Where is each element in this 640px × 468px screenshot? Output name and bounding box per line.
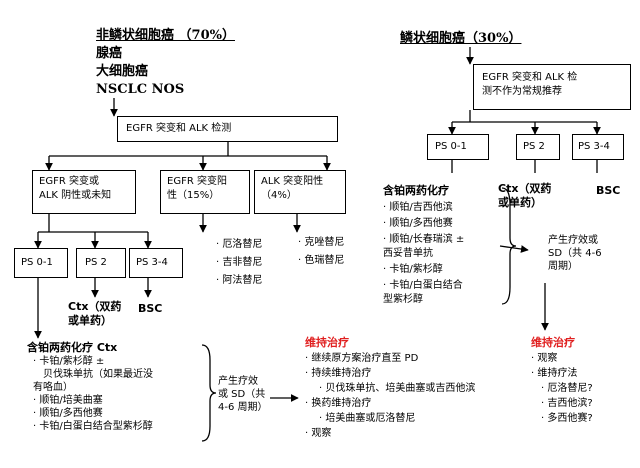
left-response-line: 产生疗效 — [218, 376, 258, 387]
left-chemo-item: 卡铂/紫杉醇 ± — [33, 355, 207, 368]
right-chemo-item: 卡铂/白蛋白结合 — [383, 279, 503, 292]
right-maintenance-item: 观察 — [531, 352, 631, 365]
left-ps2-ctx-label: Ctx（双药 或单药） — [68, 300, 121, 328]
right-chemo-item: 型紫杉醇 — [383, 294, 423, 305]
ps2-left-box: PS 2 — [76, 248, 126, 278]
left-ps2-ctx-line2: 或单药） — [68, 314, 112, 327]
left-bsc-label: BSC — [138, 302, 163, 315]
left-response-line: 或 SD（共 — [218, 389, 266, 400]
nonsquamous-title: 非鳞状细胞癌 （70%） — [96, 28, 235, 43]
right-chemo-item: 西妥昔单抗 — [383, 248, 433, 259]
right-maintenance-item: 多西他赛? — [541, 412, 631, 425]
left-maintenance-item: 培美曲塞或厄洛替尼 — [319, 412, 505, 425]
ps2-right-box: PS 2 — [516, 134, 560, 160]
right-response-label: 产生疗效或 SD（共 4-6 周期） — [548, 234, 602, 273]
right-chemo-title: 含铂两药化疗 — [383, 184, 449, 197]
left-maintenance-item: 贝伐珠单抗、培美曲塞或吉西他滨 — [319, 382, 505, 395]
left-chemo-item: 有咯血） — [33, 382, 73, 393]
egfr-positive-box: EGFR 突变阳 性（15%） — [160, 170, 250, 214]
egfr-drug-gefitinib: 吉非替尼 — [216, 256, 262, 269]
alk-drug-crizotinib: 克唑替尼 — [298, 236, 344, 249]
right-ctx-line: 或单药） — [498, 196, 542, 209]
alk-drug-ceritinib: 色瑞替尼 — [298, 254, 344, 267]
ps34-right-box: PS 3-4 — [572, 134, 624, 160]
left-chemo-block: 含铂两药化疗 Ctx 卡铂/紫杉醇 ± 贝伐珠单抗（如果最近没 有咯血） 顺铂/… — [27, 341, 207, 433]
squamous-title: 鳞状细胞癌（30%） — [400, 31, 522, 46]
left-maintenance-item: 继续原方案治疗直至 PD — [305, 352, 505, 365]
right-ctx-line: Ctx（双药 — [498, 182, 552, 195]
nsclc-nos-label: NSCLC NOS — [96, 82, 185, 97]
right-bsc-label: BSC — [596, 184, 621, 197]
ps01-left-box: PS 0-1 — [14, 248, 68, 278]
squamous-test-box: EGFR 突变和 ALK 检 测不作为常规推荐 — [473, 64, 631, 110]
right-maintenance-item: 厄洛替尼? — [541, 382, 631, 395]
egfr-drug-list: 厄洛替尼 吉非替尼 阿法替尼 — [216, 238, 262, 287]
right-maintenance-title: 维持治疗 — [531, 336, 575, 349]
ps01-right-box: PS 0-1 — [427, 134, 489, 160]
right-response-line: 产生疗效或 — [548, 235, 598, 246]
egfr-alk-test-label: EGFR 突变和 ALK 检测 — [126, 123, 232, 134]
right-maintenance-item: 吉西他滨? — [541, 397, 631, 410]
alk-positive-box: ALK 突变阳性 （4%） — [254, 170, 346, 214]
ps34-left-box: PS 3-4 — [129, 248, 183, 278]
right-response-line: SD（共 4-6 — [548, 248, 602, 259]
left-chemo-item: 卡铂/白蛋白结合型紫杉醇 — [33, 420, 207, 433]
right-ctx-label: Ctx（双药 或单药） — [498, 182, 551, 210]
egfr-drug-erlotinib: 厄洛替尼 — [216, 238, 262, 251]
left-chemo-title: 含铂两药化疗 Ctx — [27, 341, 118, 354]
left-chemo-item: 顺铂/培美曲塞 — [33, 394, 207, 407]
large-cell-label: 大细胞癌 — [96, 64, 149, 79]
left-ps2-ctx-line1: Ctx（双药 — [68, 300, 122, 313]
left-chemo-item: 顺铂/多西他赛 — [33, 407, 207, 420]
right-chemo-item: 顺铂/长春瑞滨 ± — [383, 233, 503, 246]
left-maintenance-block: 维持治疗 继续原方案治疗直至 PD 持续维持治疗 贝伐珠单抗、培美曲塞或吉西他滨… — [305, 336, 505, 440]
left-response-line: 4-6 周期） — [218, 402, 268, 413]
right-maintenance-item: 维持疗法 — [531, 367, 631, 380]
right-chemo-item: 卡铂/紫杉醇 — [383, 263, 503, 276]
right-maintenance-block: 维持治疗 观察 维持疗法 厄洛替尼? 吉西他滨? 多西他赛? — [531, 336, 631, 425]
egfr-negative-box: EGFR 突变或 ALK 阴性或未知 — [32, 170, 136, 214]
left-maintenance-title: 维持治疗 — [305, 336, 349, 349]
alk-drug-list: 克唑替尼 色瑞替尼 — [298, 236, 344, 267]
right-chemo-item: 顺铂/吉西他滨 — [383, 201, 503, 214]
left-maintenance-item: 观察 — [305, 427, 505, 440]
right-response-line: 周期） — [548, 261, 578, 272]
right-chemo-item: 顺铂/多西他赛 — [383, 217, 503, 230]
egfr-drug-afatinib: 阿法替尼 — [216, 274, 262, 287]
left-maintenance-item: 持续维持治疗 — [305, 367, 505, 380]
egfr-alk-test-box: EGFR 突变和 ALK 检测 — [117, 116, 338, 142]
left-chemo-item: 贝伐珠单抗（如果最近没 — [43, 369, 153, 380]
right-chemo-block: 含铂两药化疗 顺铂/吉西他滨 顺铂/多西他赛 顺铂/长春瑞滨 ± 西妥昔单抗 卡… — [383, 184, 503, 306]
left-maintenance-item: 换药维持治疗 — [305, 397, 505, 410]
adenocarcinoma-label: 腺癌 — [96, 46, 123, 61]
left-response-label: 产生疗效 或 SD（共 4-6 周期） — [218, 375, 268, 414]
